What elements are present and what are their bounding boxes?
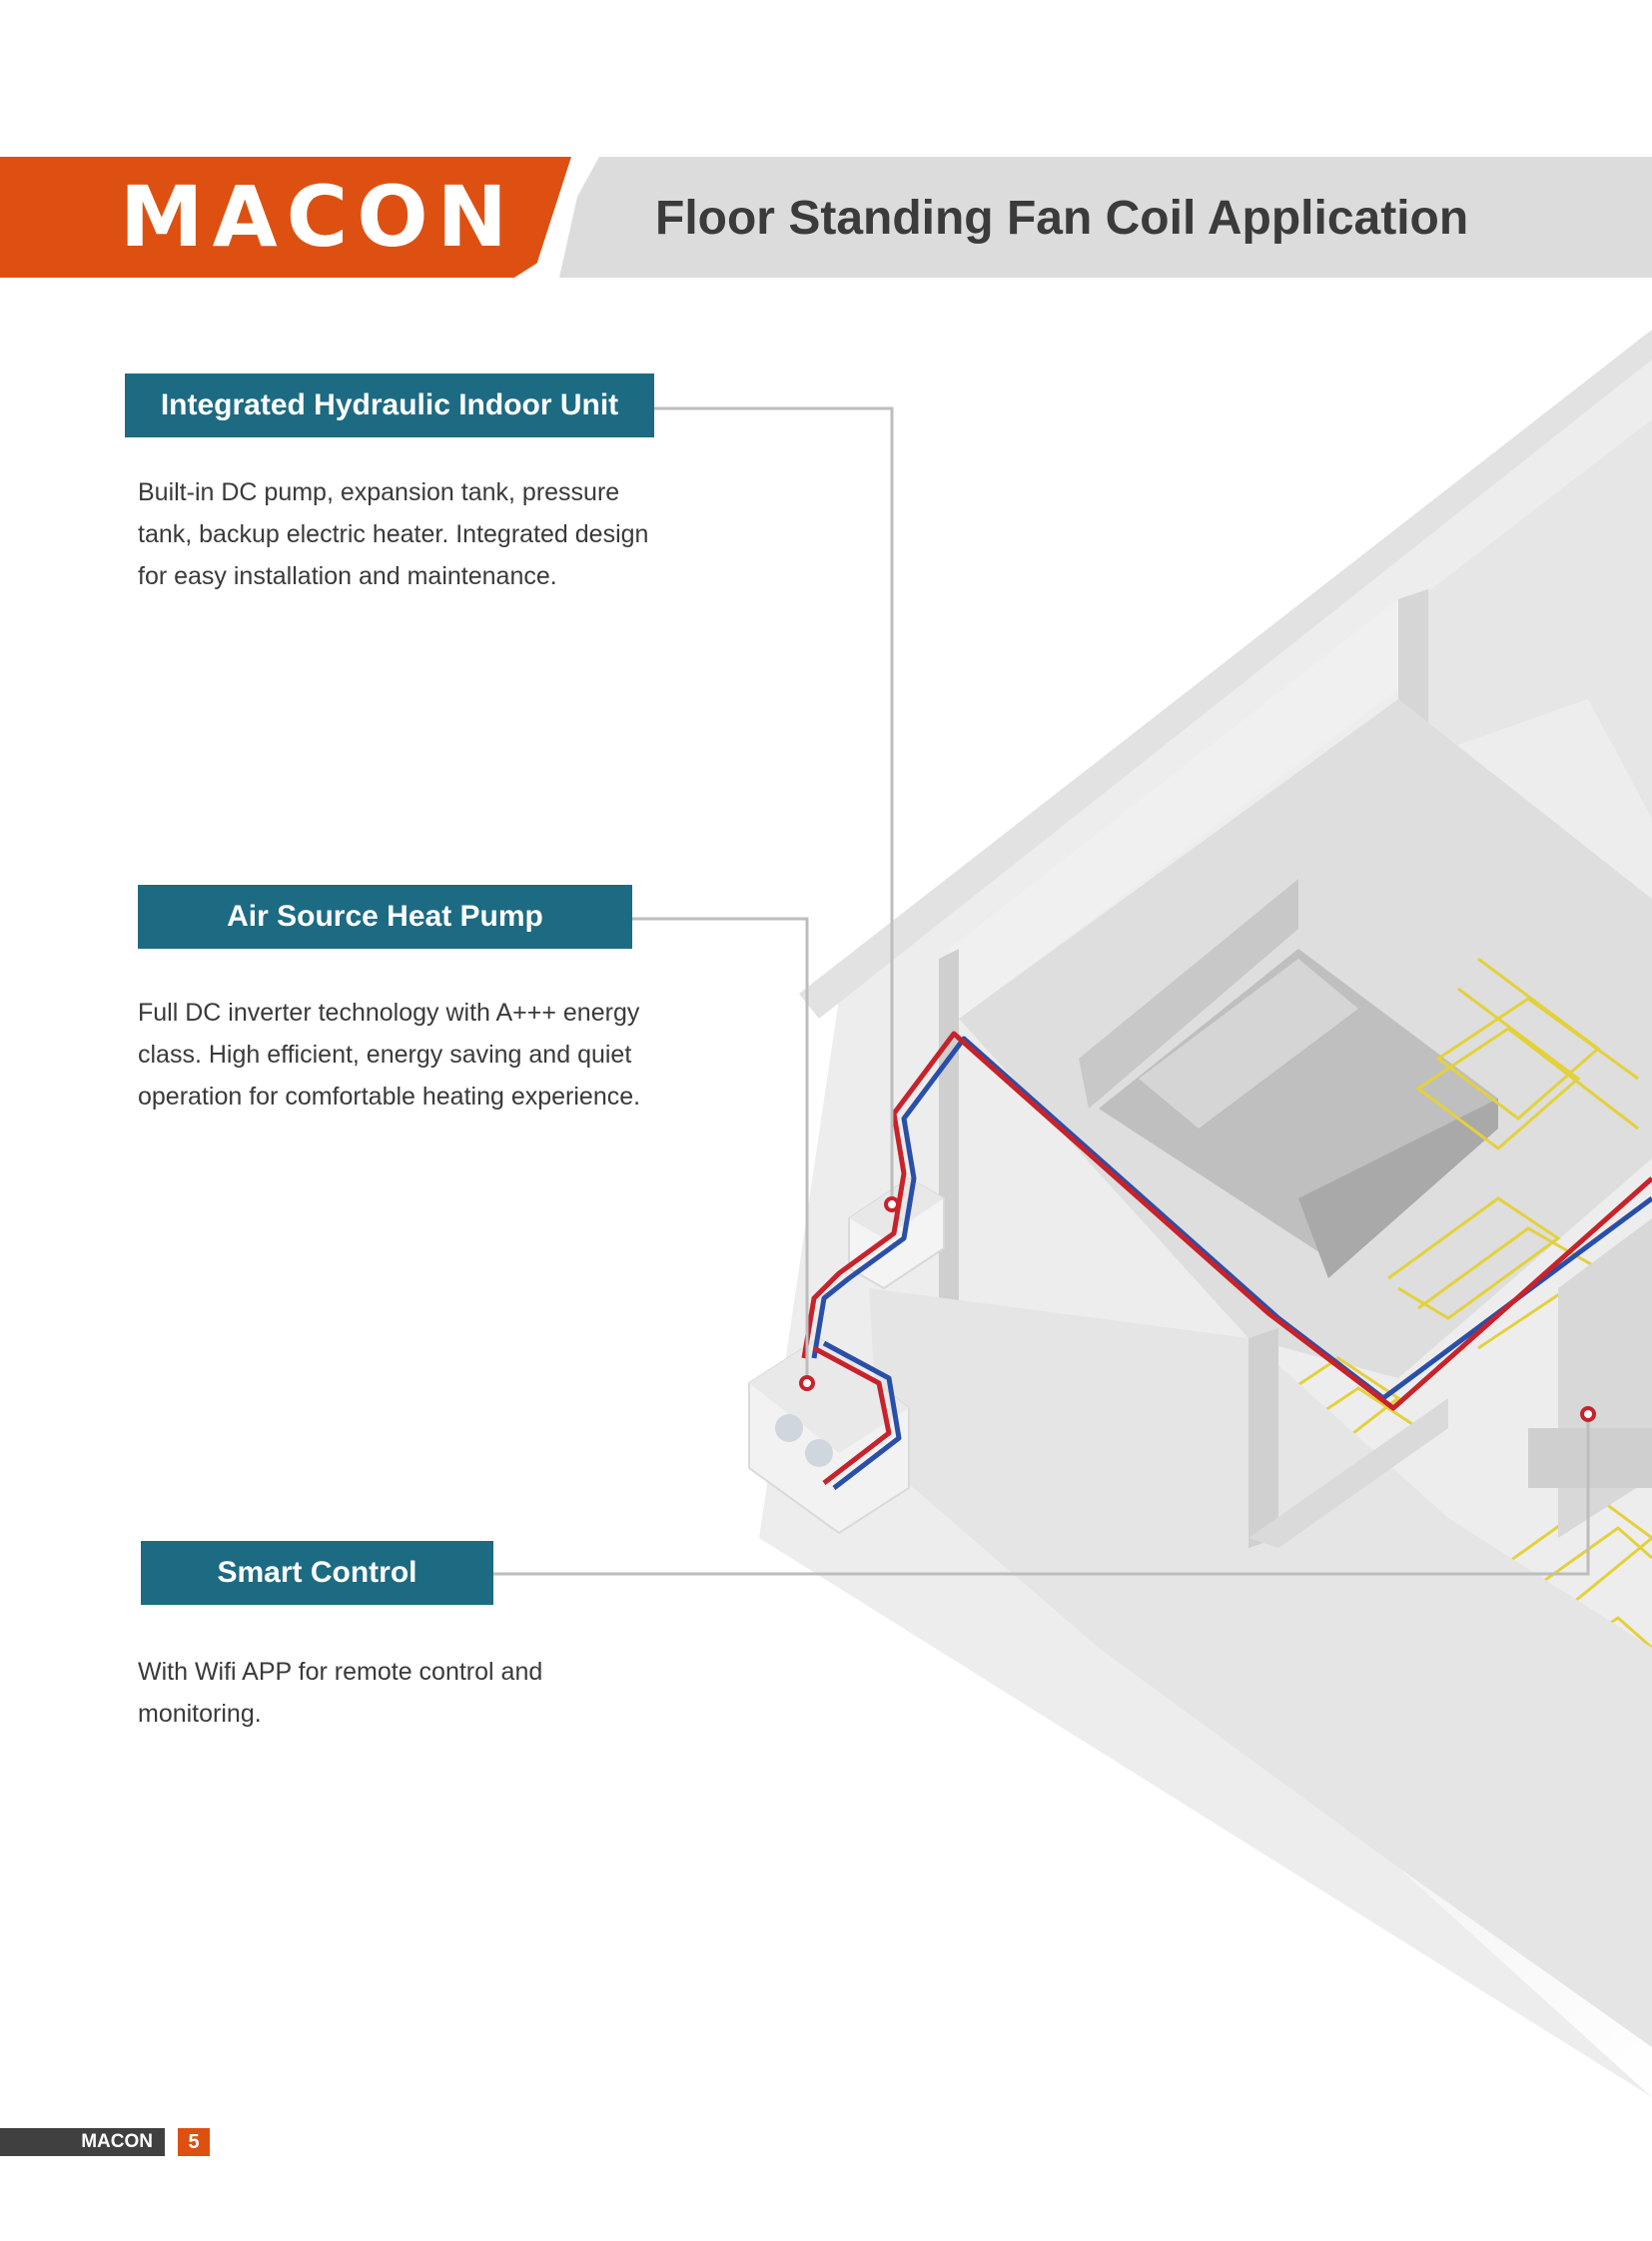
footer-page-number: 5 (178, 2128, 210, 2156)
title-banner (559, 157, 1652, 278)
section-label-indoor-unit: Integrated Hydraulic Indoor Unit (125, 374, 654, 437)
section-text-indoor-unit: Built-in DC pump, expansion tank, pressu… (138, 478, 649, 590)
bed (1079, 879, 1498, 1278)
radiator-unit (1528, 1428, 1652, 1488)
callout-markers (799, 1196, 1596, 1422)
brand-logo-text: MACON (120, 168, 516, 266)
section-label-smart-control: Smart Control (141, 1541, 493, 1605)
marker-heat-pump (799, 1375, 815, 1391)
section-text-smart-control: With Wifi APP for remote control and mon… (138, 1658, 543, 1728)
room-top-right (1418, 419, 1652, 819)
brand-banner (0, 157, 571, 278)
section-text-heat-pump: Full DC inverter technology with A+++ en… (138, 999, 641, 1111)
water-pipes (801, 1031, 1652, 1490)
lower-room-floor (869, 1288, 1652, 2047)
section-label-heat-pump: Air Source Heat Pump (138, 885, 632, 949)
marker-smart-control (1580, 1406, 1596, 1422)
marker-indoor-unit (884, 1196, 900, 1212)
page-title: Floor Standing Fan Coil Application (655, 192, 1469, 245)
leader-lines (493, 406, 1590, 1576)
footer-brand: MACON (0, 2128, 165, 2156)
air-source-heat-pump-unit (748, 1336, 910, 1535)
